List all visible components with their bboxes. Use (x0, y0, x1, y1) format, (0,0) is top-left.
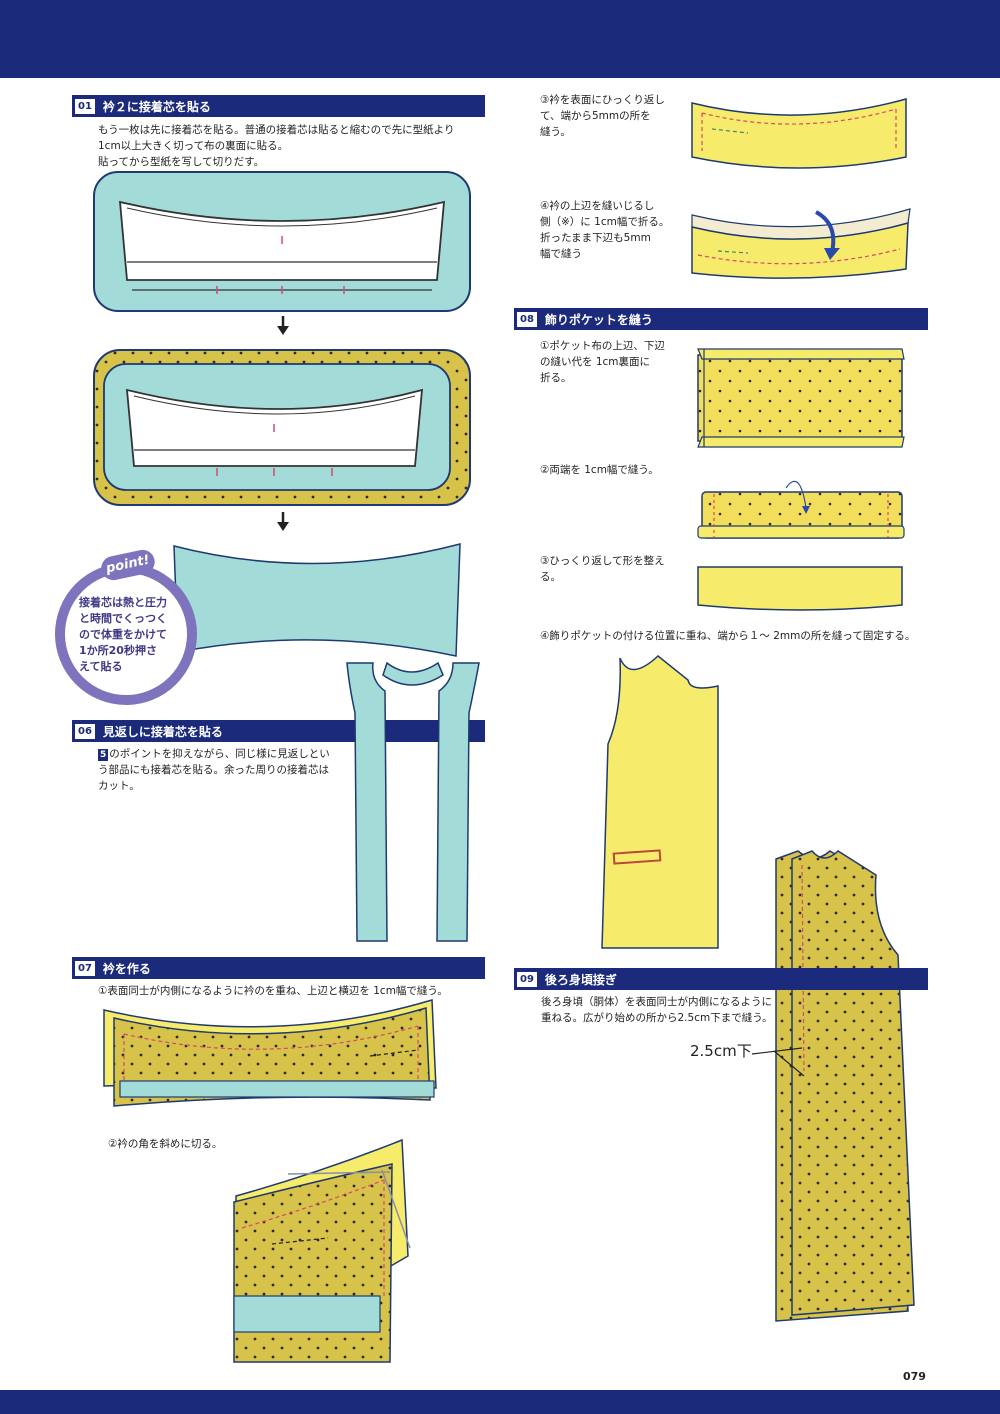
step-09-text: 後ろ身頃（胴体）を表面同士が内側になるように 重ねる。広がり始めの所から2.5c… (541, 994, 821, 1026)
step-07-sub4: ④衿の上辺を縫いじるし 側（※）に 1cm幅で折る。 折ったまま下辺も5mm 幅… (540, 198, 690, 262)
step-number: 07 (75, 960, 95, 976)
text-line: 後ろ身頃（胴体）を表面同士が内側になるように (541, 996, 772, 1008)
page-number: 079 (903, 1370, 926, 1383)
step-08-sub2: ②両端を 1cm幅で縫う。 (540, 464, 659, 476)
step-08-header: 08 飾りポケットを縫う (514, 308, 928, 330)
top-band (0, 0, 1000, 78)
point-badge: point! 接着芯は熱と圧力 と時間でくっつく ので体重をかけて 1か所20秒… (55, 547, 197, 705)
text-line-rest: のポイントを抑えながら、同じ様に見返しとい (109, 748, 330, 760)
step-title: 衿２に接着芯を貼る (102, 99, 211, 114)
step-title: 見返しに接着芯を貼る (102, 724, 223, 739)
text-line: の縫い代を 1cm裏面に (540, 356, 651, 368)
text-line: 折る。 (540, 372, 572, 384)
step-08-sub4: ④飾りポケットの付ける位置に重ね、端から１～ 2mmの所を縫って固定する。 (540, 630, 916, 642)
step-reference-badge: 5 (98, 749, 109, 761)
pocket-sides-sewn-illustration (697, 480, 905, 539)
text-line: ③ひっくり返して形を整え (540, 555, 665, 567)
step-number: 09 (517, 971, 537, 987)
step-title: 衿を作る (102, 961, 151, 976)
step-07-sub1: ①表面同士が内側になるように衿のを重ね、上辺と横辺を 1cm幅で縫う。 (98, 985, 448, 997)
interfacing-oversize-illustration (93, 171, 471, 312)
pocket-fabric-folded-illustration (697, 348, 905, 448)
measurement-callout: 2.5cm下 (690, 1042, 752, 1060)
collar-fold-illustration (691, 208, 911, 279)
step-title: 飾りポケットを縫う (544, 312, 653, 327)
pocket-turned-illustration (697, 566, 903, 611)
collar-turned-illustration (691, 98, 907, 169)
text-line: 1cm以上大きく切って布の裏面に貼る。 (98, 140, 289, 152)
text-line: 1か所20秒押さ (79, 644, 157, 657)
text-line: る。 (540, 571, 561, 583)
text-line: う部品にも接着芯を貼る。余った周りの接着芯は (98, 764, 329, 776)
step-07-sub3: ③衿を表面にひっくり返し て、端から5mmの所を 縫う。 (540, 92, 690, 140)
step-07-header: 07 衿を作る (72, 957, 485, 979)
front-bodice-with-pocket-illustration (601, 655, 719, 949)
text-line: ③衿を表面にひっくり返し (540, 94, 665, 106)
text-line: もう一枚は先に接着芯を貼る。普通の接着芯は貼ると縮むので先に型紙より (98, 124, 455, 136)
step-08-sub3: ③ひっくり返して形を整え る。 (540, 553, 690, 585)
facing-pieces-illustration (346, 661, 480, 942)
text-line: と時間でくっつく (79, 612, 167, 625)
text-line: 折ったまま下辺も5mm (540, 232, 651, 244)
text-line: 縫う。 (540, 126, 571, 138)
text-line: 側（※）に 1cm幅で折る。 (540, 216, 670, 228)
text-line: ④衿の上辺を縫いじるし (540, 200, 655, 212)
step-number: 06 (75, 723, 95, 739)
text-line: カット。 (98, 780, 140, 792)
text-line: て、端から5mmの所を (540, 110, 651, 122)
text-line: 貼ってから型紙を写して切りだす。 (98, 156, 265, 168)
interfacing-on-fabric-illustration (93, 349, 471, 506)
step-01-header: 01 衿２に接着芯を貼る (72, 95, 485, 117)
cut-collar-piece-illustration (173, 543, 461, 657)
step-01-text: もう一枚は先に接着芯を貼る。普通の接着芯は貼ると縮むので先に型紙より 1cm以上… (98, 122, 498, 170)
callout-leader-line (751, 1047, 805, 1077)
step-number: 01 (75, 98, 95, 114)
point-text: 接着芯は熱と圧力 と時間でくっつく ので体重をかけて 1か所20秒押さ えて貼る (79, 595, 179, 675)
text-line: 幅で縫う (540, 248, 582, 260)
curved-fold-arrow-icon (814, 210, 840, 260)
step-08-sub1: ①ポケット布の上辺、下辺 の縫い代を 1cm裏面に 折る。 (540, 338, 690, 386)
text-line: えて貼る (79, 660, 123, 673)
point-label: point! (99, 547, 157, 583)
text-line: 重ねる。広がり始めの所から2.5cm下まで縫う。 (541, 1012, 773, 1024)
text-line: ので体重をかけて (79, 628, 167, 641)
bottom-band (0, 1390, 1000, 1414)
step-07-sub2: ②衿の角を斜めに切る。 (108, 1138, 223, 1150)
back-bodice-pieces-illustration (775, 850, 915, 1322)
step-title: 後ろ身頃接ぎ (544, 972, 617, 987)
collar-corner-cut-illustration (233, 1138, 411, 1363)
collar-sewing-illustration (103, 999, 437, 1107)
step-number: 08 (517, 311, 537, 327)
text-line: 接着芯は熱と圧力 (79, 596, 167, 609)
down-arrow-icon (277, 512, 289, 531)
text-line: ①ポケット布の上辺、下辺 (540, 340, 665, 352)
down-arrow-icon (277, 316, 289, 335)
step-09-header: 09 後ろ身頃接ぎ (514, 968, 928, 990)
